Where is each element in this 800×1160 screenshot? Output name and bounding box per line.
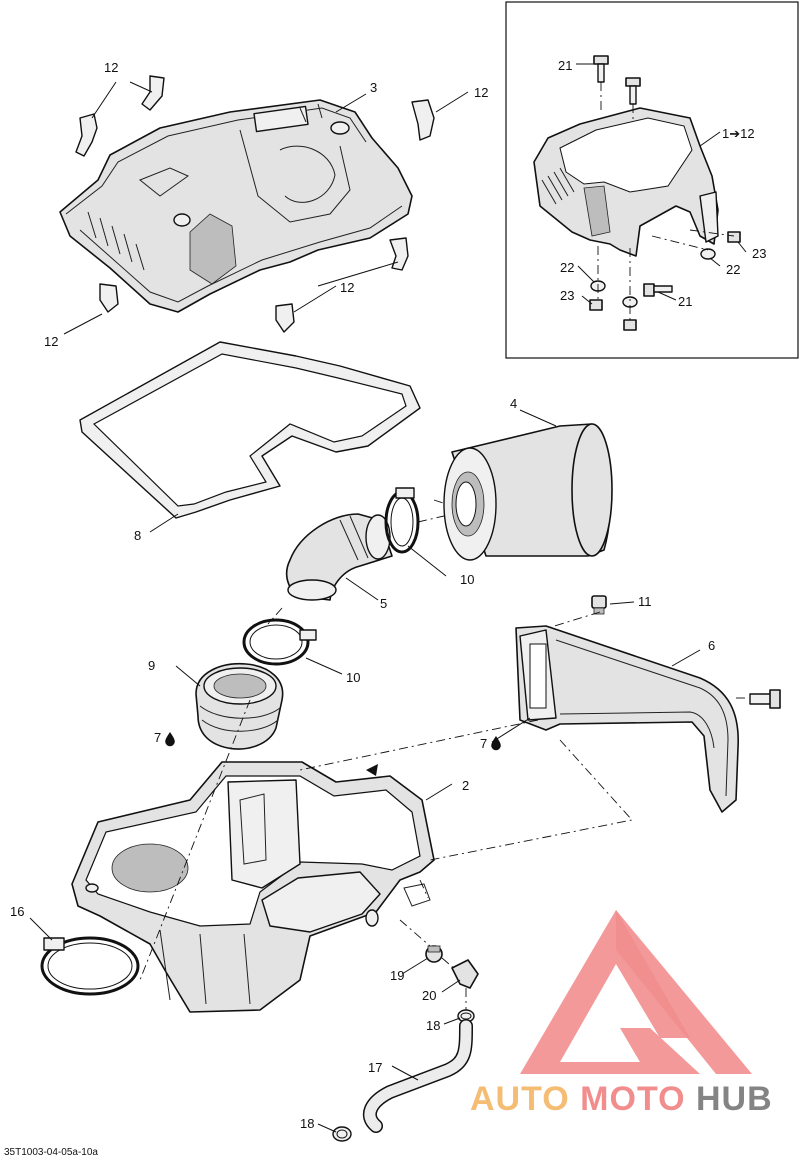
clamp-10-lower [242, 618, 317, 666]
leader-lines [29, 63, 747, 1133]
inset-frame [505, 1, 799, 359]
callout-1-to-12: 1➔12 [722, 126, 755, 141]
bolt-21-bottom [643, 283, 655, 297]
bolt-21-top-a [593, 55, 609, 65]
callout-2: 2 [462, 778, 469, 793]
assembly-lines [139, 82, 748, 1010]
screw-11 [591, 595, 607, 615]
callout-6: 6 [708, 638, 715, 653]
svg-text:AUTO MOTO HUB: AUTO MOTO HUB [470, 1080, 773, 1118]
clip-12-a [75, 113, 98, 157]
callout-17: 17 [368, 1060, 382, 1075]
callout-21: 21 [558, 58, 572, 73]
watermark-logo: AUTO MOTO HUB [470, 910, 773, 1118]
callout-21: 21 [678, 294, 692, 309]
callout-7: 7 [154, 730, 161, 745]
clip-12-d [389, 237, 409, 271]
reference-code: 35T1003-04-05a-10a [4, 1147, 98, 1158]
callout-5: 5 [380, 596, 387, 611]
inset-fasteners [589, 55, 741, 331]
clamp-10-upper [384, 487, 420, 554]
callout-3: 3 [370, 80, 377, 95]
elbow-fitting-20 [451, 959, 479, 989]
watermark-moto: MOTO [580, 1080, 685, 1118]
intake-elbow [285, 513, 393, 601]
hose-clamp-16 [40, 936, 140, 996]
gasket [79, 341, 421, 519]
callout-10: 10 [346, 670, 360, 685]
callout-11: 11 [638, 594, 652, 609]
callout-12: 12 [340, 280, 354, 295]
clip-12-set [75, 75, 435, 333]
clip-12-e [99, 283, 119, 313]
callout-18: 18 [300, 1116, 314, 1131]
duct-screw [749, 689, 781, 709]
callout-9: 9 [148, 658, 155, 673]
nut-23-left [589, 299, 603, 311]
callout-labels: 12 12 12 3 12 12 8 4 10 5 9 10 7 7 11 6 … [10, 58, 766, 1131]
drain-hose-17 [362, 1019, 473, 1133]
clip-12-c [411, 99, 435, 141]
nut-23-bottom [623, 319, 637, 331]
assembly-arrow [366, 764, 378, 776]
callout-18: 18 [426, 1018, 440, 1033]
callout-8: 8 [134, 528, 141, 543]
bolt-21-top-b [625, 77, 641, 87]
callout-10: 10 [460, 572, 474, 587]
inlet-duct [515, 625, 739, 813]
airbox-cover [59, 99, 413, 313]
inset-assembly [533, 107, 719, 257]
callout-23: 23 [560, 288, 574, 303]
callout-20: 20 [422, 988, 436, 1003]
callout-23: 23 [752, 246, 766, 261]
callout-4: 4 [510, 396, 517, 411]
plug-19 [425, 945, 443, 963]
boot-adapter [195, 662, 284, 750]
air-filter [443, 423, 613, 561]
washer-22-right [700, 248, 716, 260]
airbox-base [71, 761, 435, 1013]
callout-19: 19 [390, 968, 404, 983]
callout-22: 22 [726, 262, 740, 277]
clamp-18-lower [332, 1126, 352, 1142]
callout-7: 7 [480, 736, 487, 751]
watermark-hub: HUB [696, 1080, 773, 1118]
droplet-icon [491, 736, 501, 751]
watermark-triangle-icon [520, 910, 700, 1074]
nut-23-right [727, 231, 741, 243]
callout-12: 12 [104, 60, 118, 75]
callout-12: 12 [44, 334, 58, 349]
callout-12: 12 [474, 85, 488, 100]
callout-16: 16 [10, 904, 24, 919]
clip-12-b [141, 75, 165, 111]
watermark-auto: AUTO [470, 1080, 570, 1118]
callout-22: 22 [560, 260, 574, 275]
droplet-icon [165, 732, 175, 747]
clip-12-f [275, 303, 295, 333]
